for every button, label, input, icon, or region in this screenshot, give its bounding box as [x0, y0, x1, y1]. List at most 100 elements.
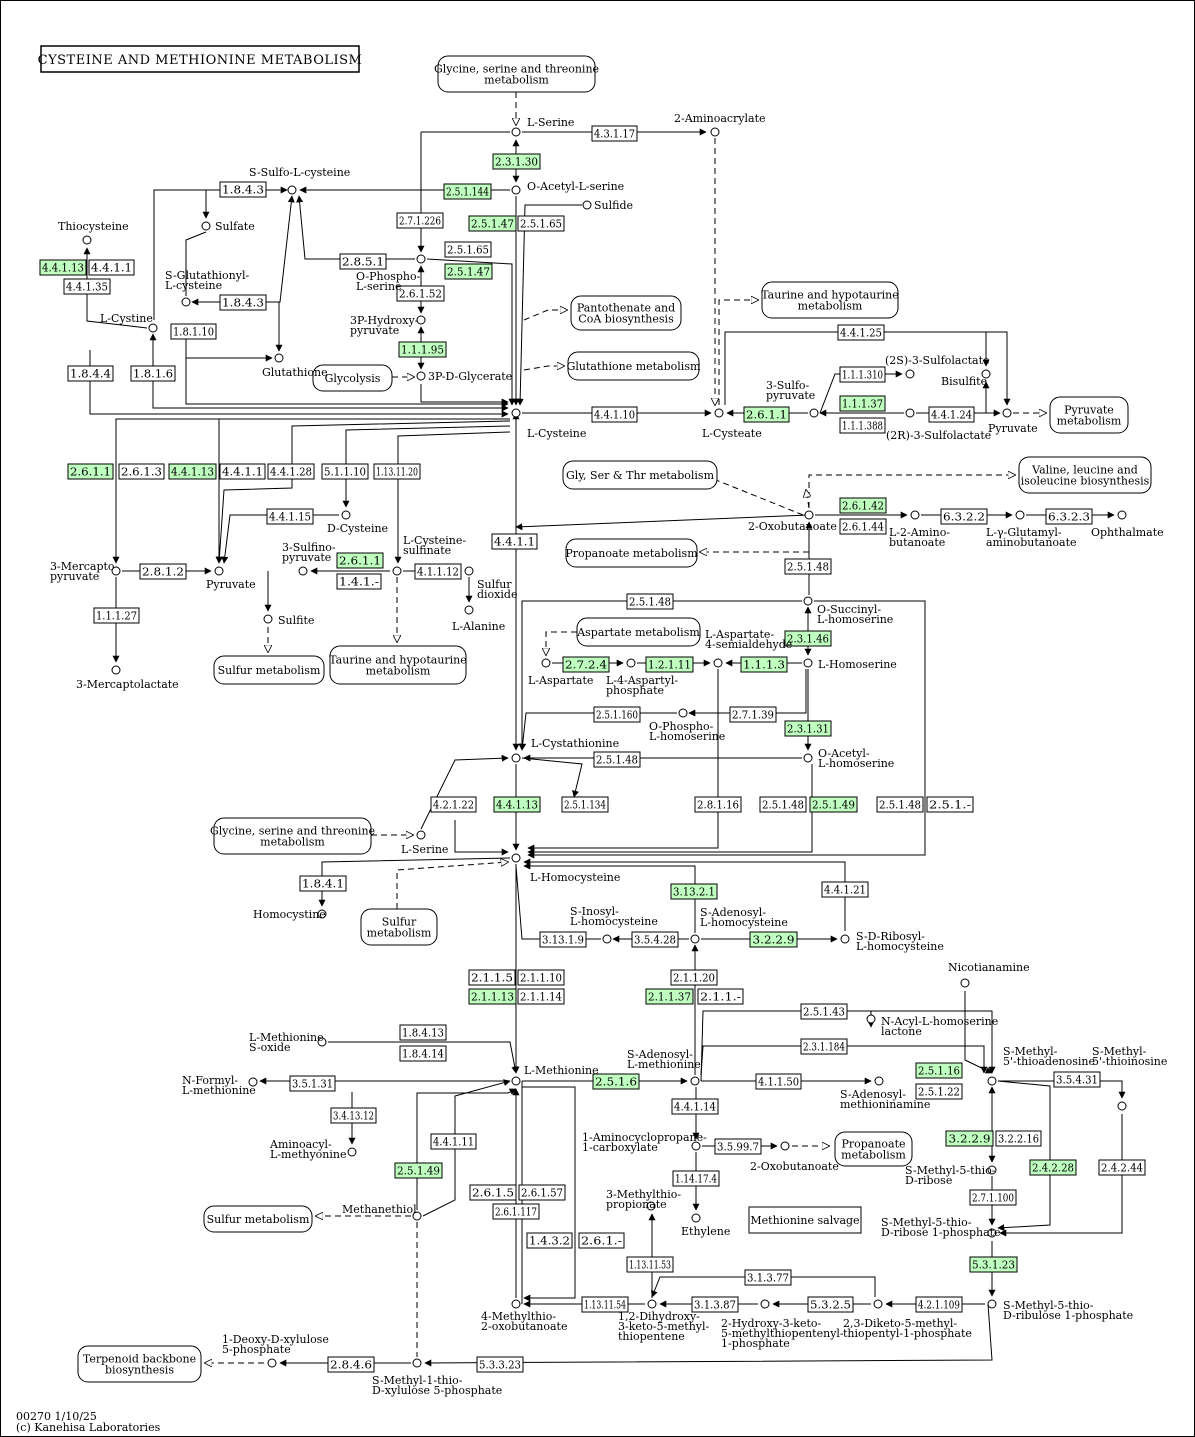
- enzyme-box[interactable]: [784, 558, 832, 575]
- compound-ophthalmate[interactable]: Ophthalmate: [1091, 510, 1164, 539]
- compound-node[interactable]: [511, 408, 521, 418]
- enzyme-box[interactable]: [876, 796, 924, 813]
- compound-node[interactable]: [287, 185, 297, 195]
- enzyme-box[interactable]: [562, 656, 610, 673]
- compound-sulfide[interactable]: Sulfide: [582, 199, 633, 212]
- enzyme-box[interactable]: [444, 263, 493, 280]
- enzyme-e21113[interactable]: 2.1.1.13: [468, 988, 517, 1005]
- enzyme-box[interactable]: [491, 533, 538, 550]
- enzyme-box[interactable]: [67, 463, 114, 480]
- map-box[interactable]: [562, 460, 718, 490]
- compound-node[interactable]: [464, 566, 474, 576]
- compound-node[interactable]: [201, 221, 211, 231]
- compound-node[interactable]: [347, 1147, 357, 1157]
- compound-diketo[interactable]: 2,3-Diketo-5-methyl-thiopentyl-1-phospha…: [843, 1299, 972, 1340]
- enzyme-box[interactable]: [915, 1083, 963, 1100]
- enzyme-box[interactable]: [645, 988, 694, 1005]
- enzyme-box[interactable]: [928, 406, 975, 423]
- enzyme-box[interactable]: [517, 969, 565, 986]
- enzyme-e3131[interactable]: 3.13.1.9: [539, 931, 587, 948]
- compound-node[interactable]: [511, 1299, 521, 1309]
- enzyme-box[interactable]: [969, 1189, 1017, 1206]
- compound-node[interactable]: [392, 566, 402, 576]
- enzyme-box[interactable]: [299, 875, 347, 892]
- enzyme-e251x[interactable]: 2.5.1.-: [926, 796, 974, 813]
- compound-node[interactable]: [626, 658, 636, 668]
- map-box[interactable]: [576, 617, 701, 647]
- enzyme-e3229b[interactable]: 3.2.2.9: [945, 1130, 994, 1147]
- enzyme-e42122[interactable]: 4.2.1.22: [430, 796, 477, 813]
- compound-node[interactable]: [803, 753, 813, 763]
- enzyme-e271100[interactable]: 2.7.1.100: [969, 1189, 1017, 1206]
- enzyme-box[interactable]: [697, 988, 744, 1005]
- compound-lhomoserine[interactable]: L-Homoserine: [803, 658, 897, 671]
- enzyme-box[interactable]: [670, 969, 718, 986]
- enzyme-box[interactable]: [593, 706, 641, 723]
- enzyme-box[interactable]: [414, 563, 462, 580]
- map-box[interactable]: [437, 55, 596, 93]
- compound-lhomocysteine[interactable]: L-Homocysteine: [511, 853, 620, 884]
- map-box[interactable]: [567, 351, 700, 381]
- compound-glutamylamino[interactable]: L-γ-Glutamyl-aminobutanoate: [986, 510, 1077, 549]
- compound-node[interactable]: [416, 371, 426, 381]
- enzyme-e21120[interactable]: 2.1.1.20: [670, 969, 718, 986]
- compound-lcystine[interactable]: L-Cystine: [100, 312, 158, 333]
- compound-node[interactable]: [412, 1358, 422, 1368]
- compound-hydroxypyr[interactable]: 3P-Hydroxy-pyruvate: [350, 314, 426, 337]
- enzyme-box[interactable]: [1053, 1071, 1101, 1088]
- enzyme-box[interactable]: [784, 630, 832, 647]
- compound-node[interactable]: [412, 1211, 422, 1221]
- enzyme-e18414[interactable]: 1.8.4.14: [399, 1045, 447, 1062]
- enzyme-e44114[interactable]: 4.4.1.14: [671, 1098, 719, 1115]
- enzyme-box[interactable]: [468, 988, 517, 1005]
- compound-sinosyl[interactable]: S-Inosyl-L-homocysteine: [570, 905, 658, 944]
- enzyme-e2615[interactable]: 2.6.1.5: [469, 1184, 517, 1201]
- compound-nformylmet[interactable]: N-Formyl-L-methionine: [182, 1074, 258, 1097]
- enzyme-box[interactable]: [694, 796, 742, 813]
- enzyme-e32216[interactable]: 3.2.2.16: [995, 1130, 1042, 1147]
- enzyme-e24244[interactable]: 2.4.2.44: [1098, 1159, 1146, 1176]
- compound-node[interactable]: [647, 1299, 657, 1309]
- map-box[interactable]: [329, 645, 467, 685]
- enzyme-e251_16[interactable]: 2.5.1.16: [915, 1062, 963, 1079]
- enzyme-box[interactable]: [398, 341, 447, 358]
- compound-oacetylhs[interactable]: O-Acetyl-L-homoserine: [803, 747, 894, 770]
- enzyme-e44113c[interactable]: 4.4.1.13: [493, 796, 541, 813]
- compound-node[interactable]: [866, 1014, 876, 1024]
- compound-methanethiol[interactable]: Methanethiol: [342, 1203, 422, 1221]
- enzyme-e31377[interactable]: 3.1.3.77: [744, 1269, 792, 1286]
- enzyme-box[interactable]: [915, 1296, 963, 1313]
- compound-aminobut[interactable]: L-2-Amino-butanoate: [889, 510, 950, 549]
- enzyme-e111310[interactable]: 1.1.1.310: [839, 366, 886, 383]
- enzyme-e251134[interactable]: 2.5.1.134: [561, 796, 609, 813]
- enzyme-box[interactable]: [729, 706, 777, 723]
- enzyme-box[interactable]: [591, 125, 638, 142]
- enzyme-e26157[interactable]: 2.6.1.57: [518, 1184, 566, 1201]
- compound-ophosphoser[interactable]: O-Phospho-L-serine: [356, 254, 426, 293]
- enzyme-box[interactable]: [940, 508, 988, 525]
- enzyme-e1843b[interactable]: 1.8.4.3: [219, 294, 267, 311]
- compound-node[interactable]: [803, 596, 813, 606]
- enzyme-box[interactable]: [672, 1170, 720, 1187]
- enzyme-e2724[interactable]: 2.7.2.4: [562, 656, 610, 673]
- enzyme-e21137[interactable]: 2.1.1.37: [645, 988, 694, 1005]
- map-box[interactable]: [360, 908, 438, 946]
- enzyme-box[interactable]: [839, 417, 886, 434]
- enzyme-e25148c[interactable]: 2.5.1.48: [593, 751, 641, 768]
- compound-dcysteine[interactable]: D-Cysteine: [327, 510, 388, 535]
- compound-oxobut2[interactable]: 2-Oxobutanoate: [750, 1141, 839, 1173]
- enzyme-e53323[interactable]: 5.3.3.23: [476, 1356, 524, 1373]
- compound-lalanine[interactable]: L-Alanine: [452, 605, 505, 633]
- compound-node[interactable]: [713, 658, 723, 668]
- map-box[interactable]: [761, 281, 899, 319]
- enzyme-e25147a[interactable]: 2.5.1.47: [468, 215, 517, 232]
- enzyme-box[interactable]: [800, 1003, 848, 1020]
- enzyme-e2846[interactable]: 2.8.4.6: [327, 1356, 375, 1373]
- compound-node[interactable]: [987, 1076, 997, 1086]
